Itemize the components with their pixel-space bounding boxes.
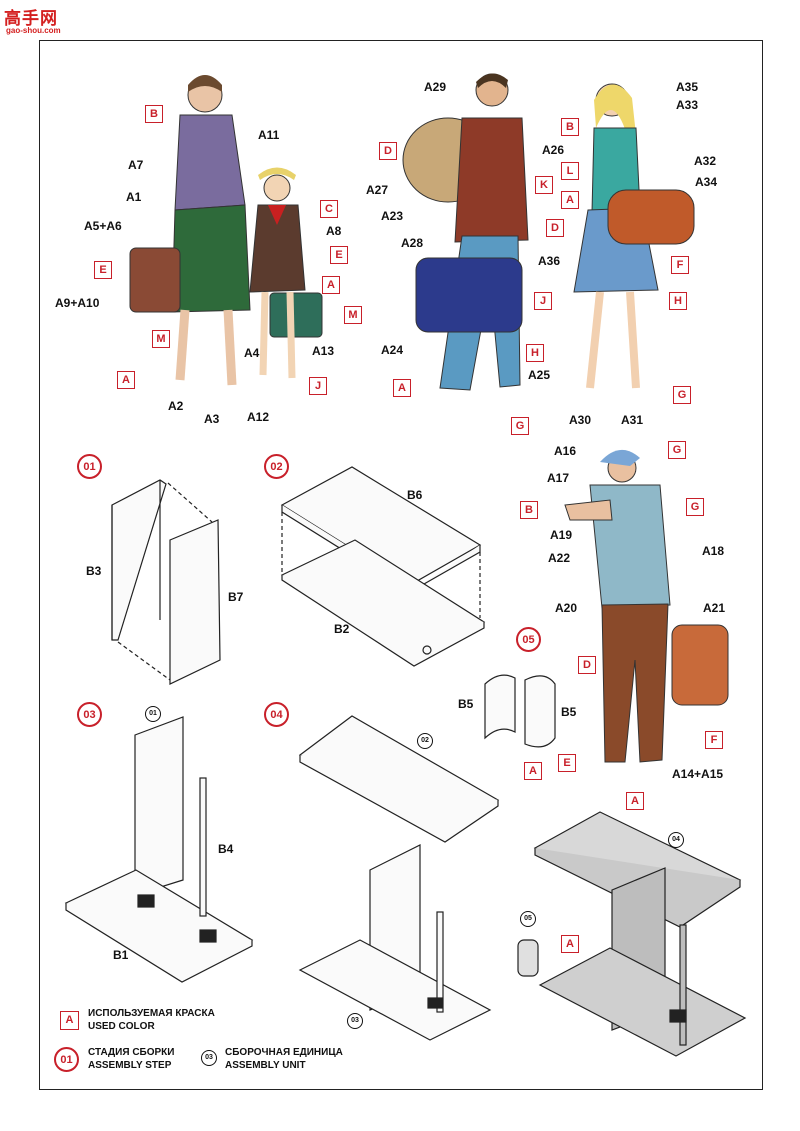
part-label: A35 xyxy=(676,80,698,94)
part-label: A22 xyxy=(548,551,570,565)
color-box: A xyxy=(322,276,340,294)
part-label: A2 xyxy=(168,399,183,413)
color-box: E xyxy=(94,261,112,279)
part-label: A31 xyxy=(621,413,643,427)
blonde-figure xyxy=(574,84,694,388)
part-label: A19 xyxy=(550,528,572,542)
assembly-unit-04: 04 xyxy=(668,832,684,848)
color-box: D xyxy=(578,656,596,674)
final-drawing xyxy=(518,812,745,1056)
part-label: A8 xyxy=(326,224,341,238)
part-label: A9+A10 xyxy=(55,296,99,310)
part-label: B5 xyxy=(561,705,576,719)
color-box: H xyxy=(669,292,687,310)
color-box: F xyxy=(705,731,723,749)
part-label: A34 xyxy=(695,175,717,189)
legend-unit-ru: СБОРОЧНАЯ ЕДИНИЦА xyxy=(225,1047,343,1059)
step05-drawing xyxy=(485,675,555,747)
part-label: A7 xyxy=(128,158,143,172)
part-label: A26 xyxy=(542,143,564,157)
color-box: A xyxy=(561,191,579,209)
color-box: H xyxy=(526,344,544,362)
assembly-step-05: 05 xyxy=(516,627,541,652)
legend-step-circle: 01 xyxy=(54,1047,79,1072)
color-box: J xyxy=(534,292,552,310)
color-box: A xyxy=(117,371,135,389)
part-label: B6 xyxy=(407,488,422,502)
part-label: A29 xyxy=(424,80,446,94)
part-label: A32 xyxy=(694,154,716,168)
part-label: A4 xyxy=(244,346,259,360)
color-box: G xyxy=(668,441,686,459)
legend-unit-circle: 03 xyxy=(201,1050,217,1066)
assembly-step-04: 04 xyxy=(264,702,289,727)
legend-unit-en: ASSEMBLY UNIT xyxy=(225,1060,306,1072)
assembly-unit-05: 05 xyxy=(520,911,536,927)
assembly-unit-02: 02 xyxy=(417,733,433,749)
legend-step-ru: СТАДИЯ СБОРКИ xyxy=(88,1047,174,1059)
part-label: A28 xyxy=(401,236,423,250)
assembly-step-03: 03 xyxy=(77,702,102,727)
legend-step-en: ASSEMBLY STEP xyxy=(88,1060,171,1072)
step04-drawing xyxy=(300,716,498,1040)
color-box: D xyxy=(379,142,397,160)
part-label: A16 xyxy=(554,444,576,458)
part-label: A11 xyxy=(258,128,279,142)
step02-drawing xyxy=(282,467,484,666)
color-box: B xyxy=(520,501,538,519)
color-box: K xyxy=(535,176,553,194)
part-label: B5 xyxy=(458,697,473,711)
color-box: G xyxy=(686,498,704,516)
color-box: J xyxy=(309,377,327,395)
part-label: A1 xyxy=(126,190,141,204)
part-label: A24 xyxy=(381,343,403,357)
step01-drawing xyxy=(112,480,220,684)
part-label: A27 xyxy=(366,183,388,197)
color-box: M xyxy=(344,306,362,324)
color-box: A xyxy=(561,935,579,953)
color-box: E xyxy=(558,754,576,772)
assembly-unit-01: 01 xyxy=(145,706,161,722)
part-label: B3 xyxy=(86,564,101,578)
part-label: B4 xyxy=(218,842,233,856)
part-label: A5+A6 xyxy=(84,219,122,233)
assembly-step-01: 01 xyxy=(77,454,102,479)
part-label: A36 xyxy=(538,254,560,268)
part-label: B7 xyxy=(228,590,243,604)
legend-color-ru: ИСПОЛЬЗУЕМАЯ КРАСКА xyxy=(88,1008,215,1020)
color-box: D xyxy=(546,219,564,237)
color-box: G xyxy=(673,386,691,404)
part-label: B1 xyxy=(113,948,128,962)
part-label: A14+A15 xyxy=(672,767,723,781)
color-box: A xyxy=(524,762,542,780)
color-box: B xyxy=(561,118,579,136)
part-label: A33 xyxy=(676,98,698,112)
part-label: A20 xyxy=(555,601,577,615)
assembly-unit-03: 03 xyxy=(347,1013,363,1029)
color-box: E xyxy=(330,246,348,264)
color-box: L xyxy=(561,162,579,180)
color-box: A xyxy=(393,379,411,397)
part-label: B2 xyxy=(334,622,349,636)
color-box: C xyxy=(320,200,338,218)
part-label: A21 xyxy=(703,601,725,615)
part-label: A13 xyxy=(312,344,334,358)
part-label: A17 xyxy=(547,471,569,485)
color-box: G xyxy=(511,417,529,435)
part-label: A30 xyxy=(569,413,591,427)
color-box: B xyxy=(145,105,163,123)
legend-color-en: USED COLOR xyxy=(88,1021,155,1033)
part-label: A3 xyxy=(204,412,219,426)
color-box: A xyxy=(626,792,644,810)
assembly-step-02: 02 xyxy=(264,454,289,479)
part-label: A25 xyxy=(528,368,550,382)
legend-color-box: A xyxy=(60,1011,79,1030)
part-label: A23 xyxy=(381,209,403,223)
part-label: A12 xyxy=(247,410,269,424)
color-box: M xyxy=(152,330,170,348)
part-label: A18 xyxy=(702,544,724,558)
color-box: F xyxy=(671,256,689,274)
man-figure xyxy=(403,73,528,390)
